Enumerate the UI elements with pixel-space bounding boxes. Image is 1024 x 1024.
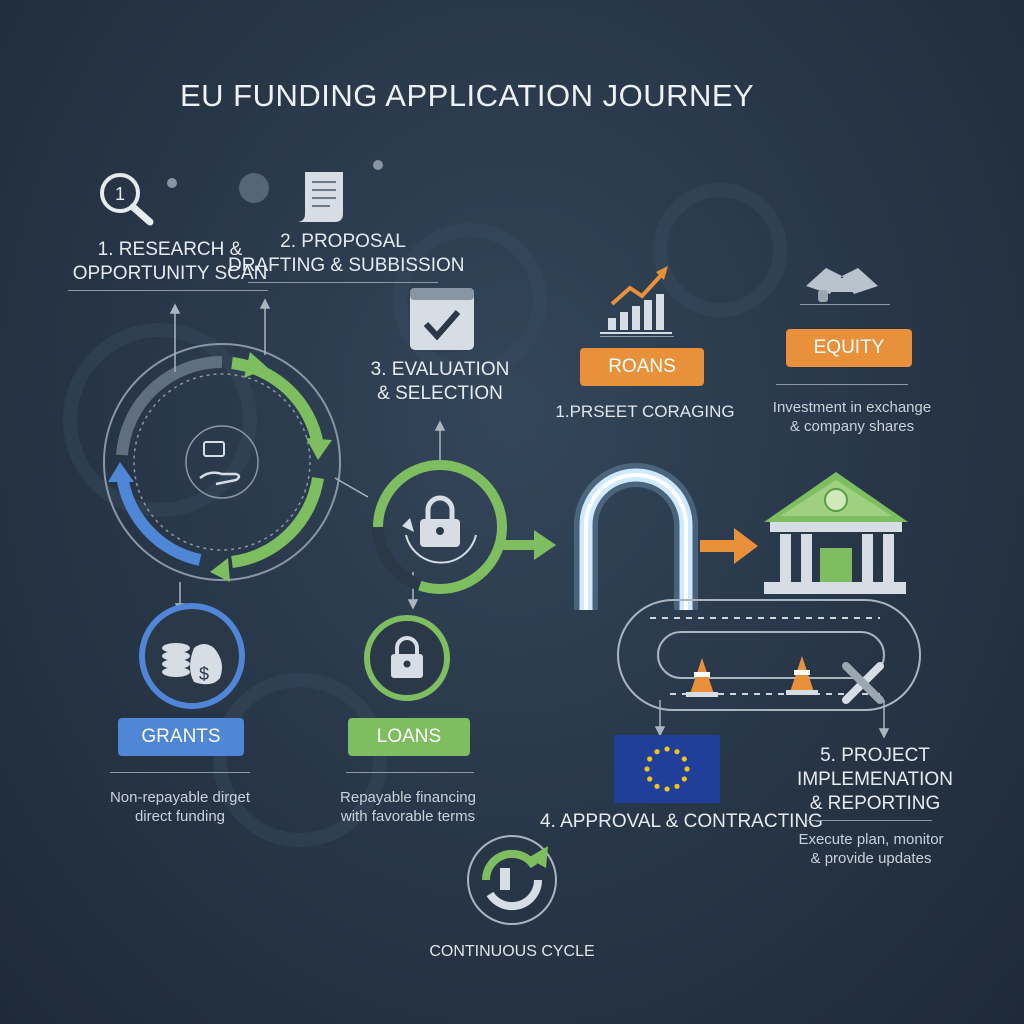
step-5-line-1: 5. PROJECT: [820, 745, 930, 766]
divider: [806, 820, 932, 821]
step-1-line-2: OPPORTUNITY SCAN: [72, 263, 268, 284]
bubble-icon: [239, 173, 269, 203]
equity-button[interactable]: EQUITY: [786, 329, 912, 367]
cycle-ring: [103, 343, 341, 582]
step-5-line-2: IMPLEMENATION: [797, 769, 953, 790]
step-3-label: 3. EVALUATION & SELECTION: [340, 358, 540, 406]
search-icon: 1: [100, 173, 154, 226]
money-hand-icon: [185, 425, 259, 499]
divider: [600, 336, 674, 337]
bank-icon: [764, 472, 908, 594]
eu-star-icon: [674, 783, 680, 789]
continuous-cycle-icon: [467, 835, 557, 925]
eu-star-icon: [684, 766, 690, 772]
eu-flag-icon: [614, 735, 720, 803]
divider: [68, 290, 268, 291]
step-1-line-1: 1. RESEARCH &: [97, 239, 243, 260]
grants-desc-line-2: direct funding: [134, 808, 226, 825]
step-4-label: 4. APPROVAL & CONTRACTING: [540, 811, 823, 832]
traffic-cone-icon: [786, 656, 818, 695]
divider: [248, 282, 438, 283]
grants-button[interactable]: GRANTS: [118, 718, 244, 756]
eu-star-icon: [644, 766, 650, 772]
step-5-desc-line-2: & provide updates: [810, 850, 932, 867]
growth-chart-icon: [600, 266, 672, 334]
money-bag-icon: $: [139, 603, 245, 709]
loans-green-button[interactable]: LOANS: [348, 718, 470, 756]
eu-star-icon: [674, 749, 680, 755]
step-5-desc: Execute plan, monitor & provide updates: [768, 830, 974, 868]
divider: [800, 304, 890, 305]
lock-icon: [364, 615, 450, 701]
step-2-label: 2. PROPOSAL DRAFTING & SUBBISSION: [228, 230, 465, 278]
step-5-label: 5. PROJECT IMPLEMENATION & REPORTING: [790, 744, 960, 816]
eu-star-icon: [664, 786, 670, 792]
eu-star-icon: [654, 749, 660, 755]
grants-desc: Non-repayable dirget direct funding: [80, 788, 280, 826]
tools-icon: [842, 662, 884, 704]
divider: [346, 772, 474, 773]
equity-desc-line-1: Investment in exchange: [772, 399, 932, 416]
svg-text:1: 1: [115, 184, 125, 204]
grants-desc-line-1: Non-repayable dirget: [109, 789, 251, 806]
loans-orange-desc: 1.PRSEET CORAGING: [555, 402, 735, 421]
step-3-line-2: & SELECTION: [377, 383, 503, 404]
traffic-cone-icon: [686, 658, 718, 697]
cycle-label: CONTINUOUS CYCLE: [429, 943, 595, 960]
connector-lines: [169, 298, 890, 739]
loans-green-desc-line-2: with favorable terms: [340, 808, 476, 825]
eu-star-icon: [647, 776, 653, 782]
eu-star-icon: [654, 783, 660, 789]
divider: [776, 384, 908, 385]
step-1-label: 1. RESEARCH & OPPORTUNITY SCAN: [50, 238, 290, 286]
handshake-icon: [806, 268, 878, 302]
arrow-right-icon: [498, 530, 556, 560]
eu-star-icon: [647, 756, 653, 762]
loans-orange-button[interactable]: ROANS: [580, 348, 704, 386]
checkbox-icon: [410, 288, 474, 350]
track: [617, 599, 921, 711]
background-gears: [63, 183, 787, 847]
loans-green-desc-line-1: Repayable financing: [340, 789, 476, 806]
equity-desc: Investment in exchange & company shares: [742, 398, 962, 436]
step-5-line-3: & REPORTING: [809, 793, 941, 814]
step-2-line-1: 2. PROPOSAL: [280, 231, 406, 252]
divider: [110, 772, 250, 773]
lock-icon: [420, 495, 460, 547]
step-2-line-2: DRAFTING & SUBBISSION: [228, 255, 465, 276]
svg-text:$: $: [199, 664, 209, 684]
equity-desc-line-2: & company shares: [789, 418, 915, 435]
lock-cycle: [372, 460, 507, 594]
eu-star-icon: [664, 746, 670, 752]
arrow-right-icon: [700, 528, 758, 564]
eu-star-icon: [681, 776, 687, 782]
chat-dot-icon: [167, 178, 177, 188]
glowing-arch: [574, 463, 698, 610]
document-icon: [297, 172, 343, 222]
loans-green-desc: Repayable financing with favorable terms: [308, 788, 508, 826]
page-title: EU FUNDING APPLICATION JOURNEY: [180, 78, 755, 113]
eu-star-icon: [681, 756, 687, 762]
step-5-desc-line-1: Execute plan, monitor: [798, 831, 944, 848]
step-3-line-1: 3. EVALUATION: [370, 359, 510, 380]
chat-dot-icon: [373, 160, 383, 170]
